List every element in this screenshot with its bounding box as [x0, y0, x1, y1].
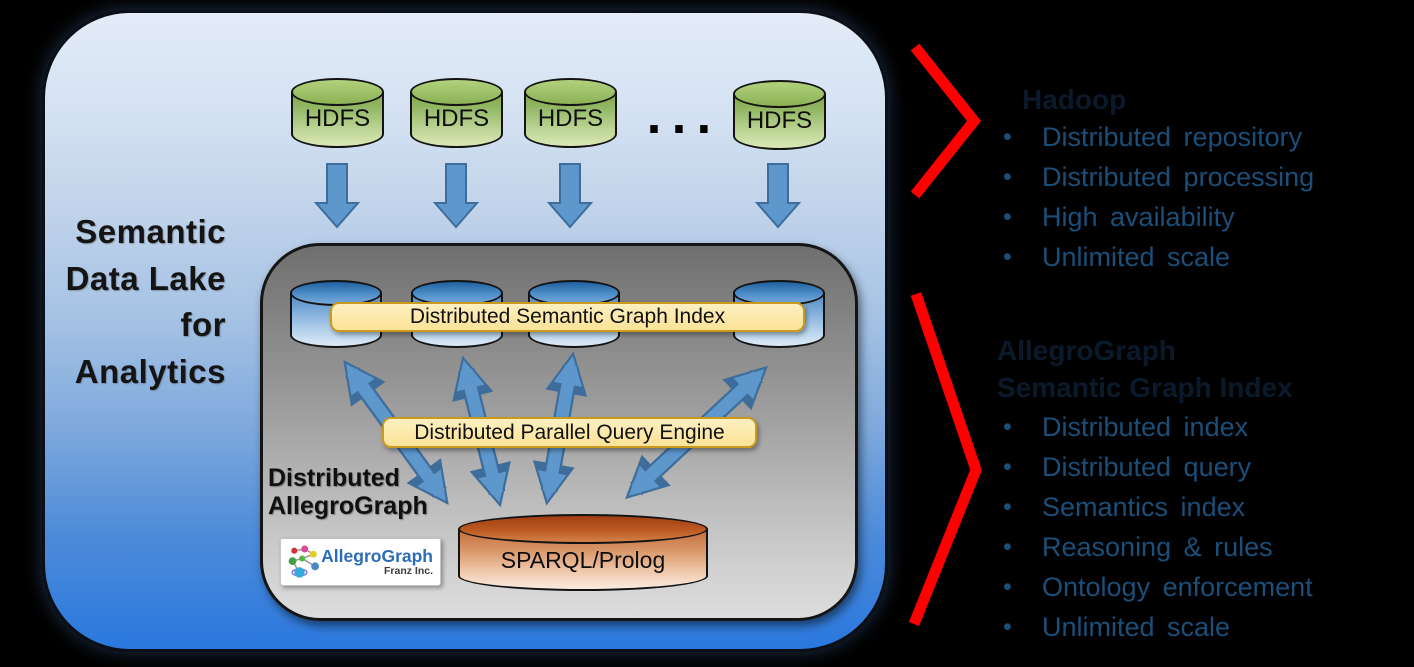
cylinder-top: [733, 80, 826, 108]
list-item: Semantics index: [998, 487, 1313, 527]
hdfs-cylinder-2: HDFS: [410, 78, 503, 148]
title-line: Semantic: [75, 213, 226, 250]
list-item: Distributed repository: [998, 117, 1314, 157]
title-line: Analytics: [74, 352, 226, 390]
logo-text: AllegroGraph Franz Inc.: [321, 547, 433, 576]
banner-label: Distributed Semantic Graph Index: [409, 305, 726, 328]
logo-name: AllegroGraph: [321, 546, 433, 567]
chevron-bottom-icon: [908, 292, 982, 627]
hdfs-label: HDFS: [537, 105, 604, 132]
hdfs-cylinder-3: HDFS: [524, 78, 617, 148]
list-item: Distributed index: [998, 407, 1313, 447]
molecule-graph-icon: [288, 545, 320, 578]
distributed-semantic-graph-index-banner: Distributed Semantic Graph Index: [330, 302, 805, 332]
hdfs-cylinder-4: HDFS: [733, 80, 826, 150]
chevron-top-icon: [910, 43, 982, 199]
allegrograph-feature-list: Distributed index Distributed query Sema…: [998, 407, 1313, 647]
hdfs-label: HDFS: [423, 105, 490, 132]
diagram-title: Semantic Data Lake for Analytics: [40, 209, 226, 395]
allegrograph-section-heading: AllegroGraph Semantic Graph Index: [997, 332, 1293, 406]
list-item: Reasoning & rules: [998, 527, 1313, 567]
cylinder-top: [410, 78, 503, 106]
distributed-parallel-query-engine-banner: Distributed Parallel Query Engine: [382, 417, 757, 448]
distributed-allegrograph-label: Distributed AllegroGraph: [268, 464, 428, 520]
heading-line: Hadoop: [1022, 84, 1127, 115]
title-line: for: [180, 306, 226, 343]
cylinder-top: [524, 78, 617, 106]
list-item: Unlimited scale: [998, 607, 1313, 647]
list-item: Distributed query: [998, 447, 1313, 487]
title-line: Data Lake: [65, 259, 226, 297]
cylinder-top: [291, 78, 384, 106]
sparql-prolog-cylinder: SPARQL/Prolog: [458, 514, 708, 591]
hdfs-label: HDFS: [304, 105, 371, 132]
hdfs-label: HDFS: [746, 107, 813, 134]
annotation-chevrons: [908, 43, 982, 627]
allegrograph-logo: AllegroGraph Franz Inc.: [280, 538, 441, 586]
heading-line: AllegroGraph: [997, 335, 1176, 366]
label-line: AllegroGraph: [268, 492, 428, 520]
list-item: Ontology enforcement: [998, 567, 1313, 607]
heading-line: Semantic Graph Index: [997, 372, 1293, 403]
list-item: Distributed processing: [998, 157, 1314, 197]
hadoop-section-heading: Hadoop: [1022, 84, 1126, 116]
list-item: High availability: [998, 197, 1314, 237]
banner-label: Distributed Parallel Query Engine: [414, 420, 725, 444]
hdfs-cylinder-1: HDFS: [291, 78, 384, 148]
label-line: Distributed: [268, 464, 400, 492]
cylinder-top: [458, 514, 708, 544]
hadoop-feature-list: Distributed repository Distributed proce…: [998, 117, 1314, 277]
logo-company: Franz Inc.: [383, 564, 433, 577]
sparql-prolog-label: SPARQL/Prolog: [500, 547, 666, 573]
ellipsis-dots: ...: [646, 94, 721, 143]
list-item: Unlimited scale: [998, 237, 1314, 277]
